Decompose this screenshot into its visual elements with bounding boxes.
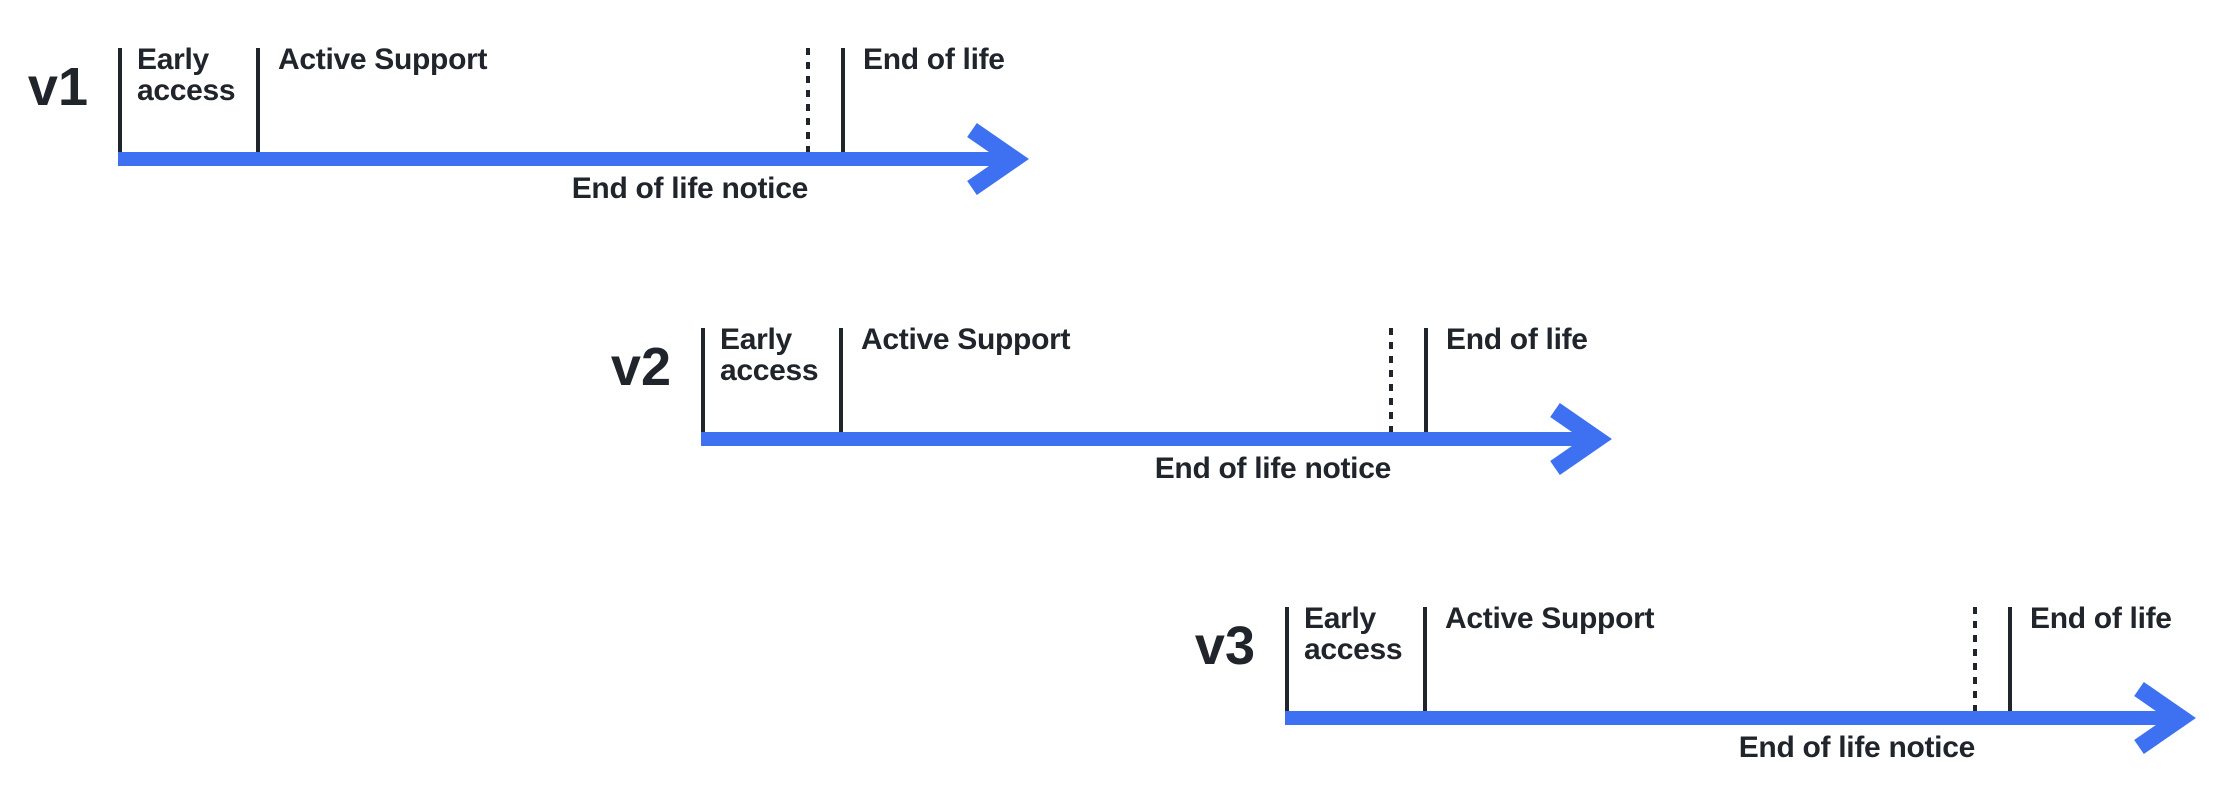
active-support-label: Active Support xyxy=(278,43,488,76)
end-of-life-label: End of life xyxy=(1446,323,1588,356)
end-of-life-label: End of life xyxy=(863,43,1005,76)
end-of-life-tick xyxy=(2008,607,2012,711)
early-access-start-tick xyxy=(701,328,705,432)
timeline-arrow-icon xyxy=(701,403,1612,475)
early-access-start-tick xyxy=(118,48,122,152)
early-access-label: Early access xyxy=(1304,602,1403,666)
version-label: v1 xyxy=(27,57,88,117)
early-access-label: Early access xyxy=(137,43,236,107)
active-support-label: Active Support xyxy=(861,323,1071,356)
active-support-label: Active Support xyxy=(1445,602,1655,635)
active-support-start-tick xyxy=(1423,607,1427,711)
end-of-life-tick xyxy=(841,48,845,152)
version-label: v2 xyxy=(610,337,671,397)
early-access-start-tick xyxy=(1285,607,1289,711)
end-of-life-label: End of life xyxy=(2030,602,2172,635)
end-of-life-notice-label: End of life notice xyxy=(571,172,809,205)
active-support-start-tick xyxy=(256,48,260,152)
early-access-label: Early access xyxy=(720,323,819,387)
end-of-life-notice-label: End of life notice xyxy=(1154,452,1392,485)
end-of-life-notice-dashed-marker xyxy=(1389,328,1393,432)
timeline-arrow-icon xyxy=(118,123,1029,195)
active-support-start-tick xyxy=(839,328,843,432)
end-of-life-tick xyxy=(1424,328,1428,432)
version-label: v3 xyxy=(1194,616,1255,676)
timeline-arrow-icon xyxy=(1285,682,2196,754)
end-of-life-notice-dashed-marker xyxy=(1973,607,1977,711)
end-of-life-notice-dashed-marker xyxy=(806,48,810,152)
end-of-life-notice-label: End of life notice xyxy=(1738,731,1976,764)
